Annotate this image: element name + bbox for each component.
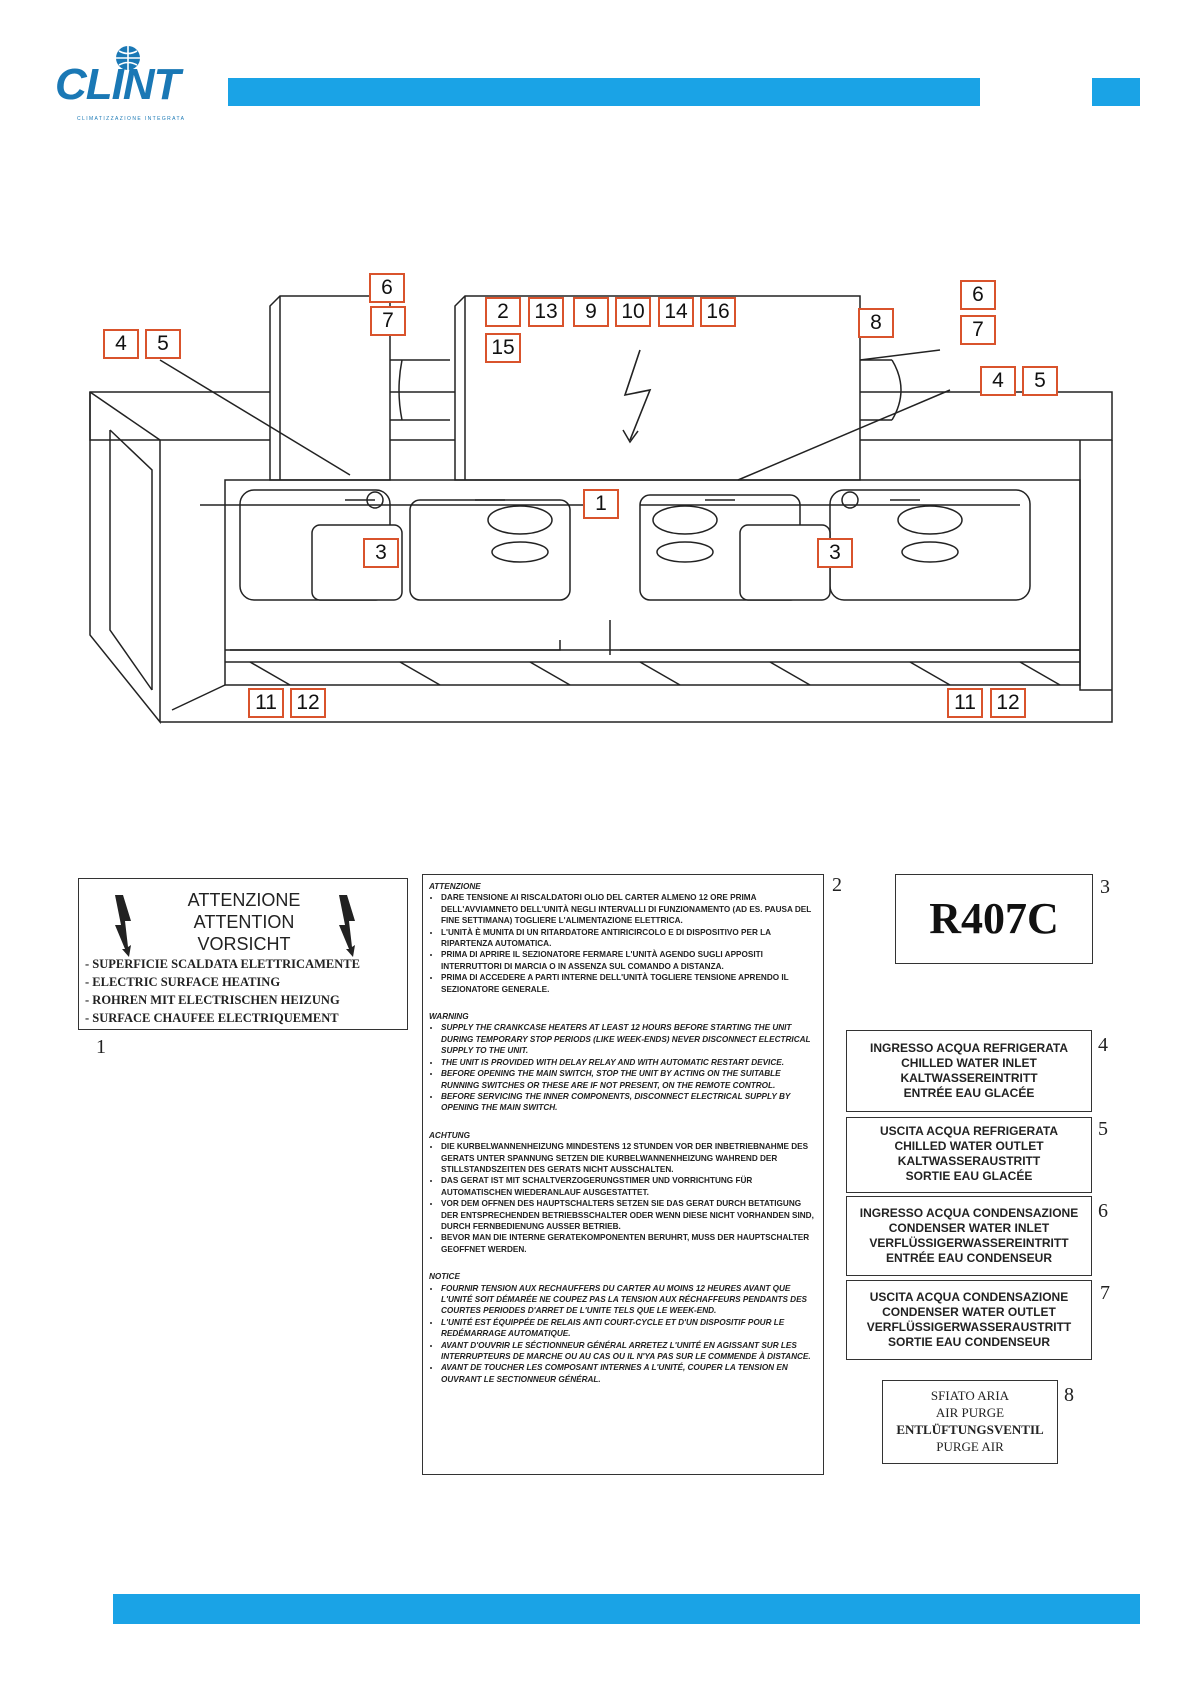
header-bar <box>228 78 980 106</box>
label-1-number: 1 <box>96 1036 106 1058</box>
callout-6: 6 <box>960 280 996 310</box>
logo-name: CLINT <box>55 60 181 109</box>
label-2-number: 2 <box>832 874 842 896</box>
label-7-number: 7 <box>1100 1282 1110 1304</box>
logo-tagline: CLIMATIZZAZIONE INTEGRATA <box>77 116 186 122</box>
callout-12: 12 <box>990 688 1026 718</box>
lightning-icon <box>339 895 355 957</box>
footer-bar <box>113 1594 1140 1624</box>
label-5-number: 5 <box>1098 1118 1108 1140</box>
callout-4: 4 <box>103 329 139 359</box>
callout-11: 11 <box>947 688 983 718</box>
callout-5: 5 <box>1022 366 1058 396</box>
label-1-surface-heating: ATTENZIONE ATTENTION VORSICHT - SUPERFIC… <box>78 878 408 1030</box>
callout-7: 7 <box>960 315 996 345</box>
warning-text: ATTENZIONE DARE TENSIONE AI RISCALDATORI… <box>429 881 817 1385</box>
warning-heading: ATTENZIONE <box>429 882 481 891</box>
label-4-chilled-water-inlet: INGRESSO ACQUA REFRIGERATA CHILLED WATER… <box>846 1030 1092 1112</box>
header-bar-end <box>1092 78 1140 106</box>
label-5-chilled-water-outlet: USCITA ACQUA REFRIGERATA CHILLED WATER O… <box>846 1117 1092 1193</box>
label-2-warning: ATTENZIONE DARE TENSIONE AI RISCALDATORI… <box>422 874 824 1475</box>
callout-12: 12 <box>290 688 326 718</box>
label-6-number: 6 <box>1098 1200 1108 1222</box>
unit-drawing <box>89 295 1113 725</box>
warning-heading: NOTICE <box>429 1272 460 1282</box>
callout-16: 16 <box>700 297 736 327</box>
label-8-air-purge: SFIATO ARIA AIR PURGE ENTLÜFTUNGSVENTIL … <box>882 1380 1058 1464</box>
label-3-number: 3 <box>1100 876 1110 898</box>
label-3-refrigerant: R407C <box>895 874 1093 964</box>
callout-2: 2 <box>485 297 521 327</box>
lightning-icon <box>115 895 131 957</box>
warning-heading: ACHTUNG <box>429 1130 470 1140</box>
label-4-number: 4 <box>1098 1034 1108 1056</box>
callout-7: 7 <box>370 306 406 336</box>
label-6-condenser-water-inlet: INGRESSO ACQUA CONDENSAZIONE CONDENSER W… <box>846 1196 1092 1276</box>
logo: CLINT CLIMATIZZAZIONE INTEGRATA <box>55 42 205 122</box>
label-1-lines: - SUPERFICIE SCALDATA ELETTRICAMENTE - E… <box>85 957 360 1025</box>
callout-9: 9 <box>573 297 609 327</box>
label-8-number: 8 <box>1064 1384 1074 1406</box>
callout-3: 3 <box>363 538 399 568</box>
label-1-title: ATTENZIONE ATTENTION VORSICHT <box>187 890 301 954</box>
globe-icon <box>116 46 140 70</box>
callout-4: 4 <box>980 366 1016 396</box>
callout-15: 15 <box>485 333 521 363</box>
refrigerant-name: R407C <box>929 894 1059 943</box>
label-7-condenser-water-outlet: USCITA ACQUA CONDENSAZIONE CONDENSER WAT… <box>846 1280 1092 1360</box>
callout-11: 11 <box>248 688 284 718</box>
callout-10: 10 <box>615 297 651 327</box>
callout-6: 6 <box>369 273 405 303</box>
callout-3: 3 <box>817 538 853 568</box>
callout-13: 13 <box>528 297 564 327</box>
unit-diagram: 6 7 4 5 2 13 9 10 14 16 15 8 6 7 4 5 1 3… <box>80 273 1120 730</box>
callout-8: 8 <box>858 308 894 338</box>
callout-5: 5 <box>145 329 181 359</box>
callout-14: 14 <box>658 297 694 327</box>
warning-heading: WARNING <box>429 1012 469 1022</box>
callout-1: 1 <box>583 489 619 519</box>
